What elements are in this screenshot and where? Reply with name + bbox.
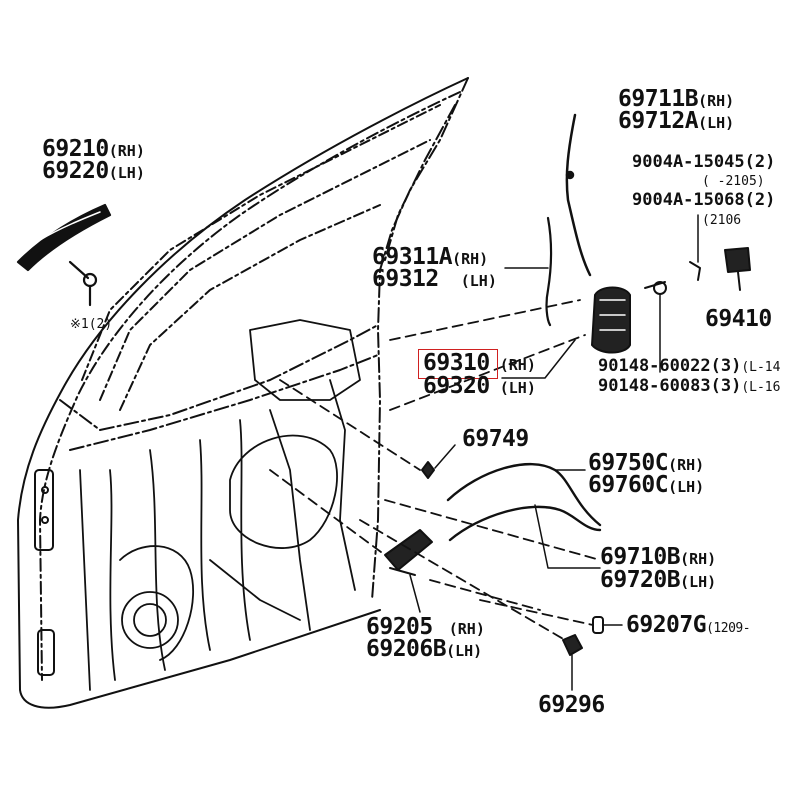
cap-shape: [592, 616, 623, 634]
outside-handle-shape: [16, 203, 112, 307]
part-label-69720b[interactable]: 69720B(LH): [600, 567, 717, 593]
hinge-strip: [34, 469, 55, 676]
door-lock-shape: [501, 286, 631, 379]
clip-shape: [421, 444, 456, 479]
part-label-90148-60083[interactable]: 90148-60083(3)(L-16: [598, 376, 781, 396]
door-panel: [17, 77, 469, 709]
part-label-69710b[interactable]: 69710B(RH): [600, 544, 717, 570]
part-label-69410[interactable]: 69410: [705, 306, 772, 332]
lock-cable-shape: [565, 113, 592, 277]
part-note-9004a-15068: (2106: [702, 213, 742, 228]
selected-part-highlight: [418, 349, 498, 379]
part-label-69310[interactable]: 69310(RH): [423, 350, 536, 376]
part-label-69760c[interactable]: 69760C(LH): [588, 472, 705, 498]
assembly-leaders: [269, 299, 601, 641]
part-label-9004a-15045[interactable]: 9004A-15045(2): [632, 152, 776, 172]
part-label-69296[interactable]: 69296: [538, 692, 605, 718]
lock-rod-shape: [504, 216, 553, 327]
door-inner-frame: [79, 319, 361, 691]
part-label-69206b[interactable]: 69206B(LH): [366, 636, 483, 662]
part-label-69711b[interactable]: 69711B(RH): [618, 86, 735, 112]
screw-shape: [644, 281, 667, 373]
striker-shape: [689, 214, 751, 291]
part-label-69207g[interactable]: 69207G(1209-: [626, 612, 751, 638]
part-label-69220[interactable]: 69220(LH): [42, 158, 145, 184]
inside-cable-shape: [446, 462, 602, 569]
bolt-note: ※1(2): [70, 317, 113, 332]
part-note-9004a-15045: ( -2105): [702, 174, 765, 189]
part-label-69750c[interactable]: 69750C(RH): [588, 450, 705, 476]
part-label-69712a[interactable]: 69712A(LH): [618, 108, 735, 134]
part-label-90148-60022[interactable]: 90148-60022(3)(L-14: [598, 356, 781, 376]
bolt-shape: [562, 634, 583, 691]
part-label-69311a[interactable]: 69311A(RH): [372, 244, 489, 270]
part-label-69320[interactable]: 69320(LH): [423, 373, 536, 399]
part-label-69205[interactable]: 69205(RH): [366, 614, 485, 640]
inside-handle-shape: [384, 529, 433, 613]
part-label-9004a-15068[interactable]: 9004A-15068(2): [632, 190, 776, 210]
part-label-69210[interactable]: 69210(RH): [42, 136, 145, 162]
part-label-69312[interactable]: 69312(LH): [372, 266, 497, 292]
part-label-69749[interactable]: 69749: [462, 426, 529, 452]
